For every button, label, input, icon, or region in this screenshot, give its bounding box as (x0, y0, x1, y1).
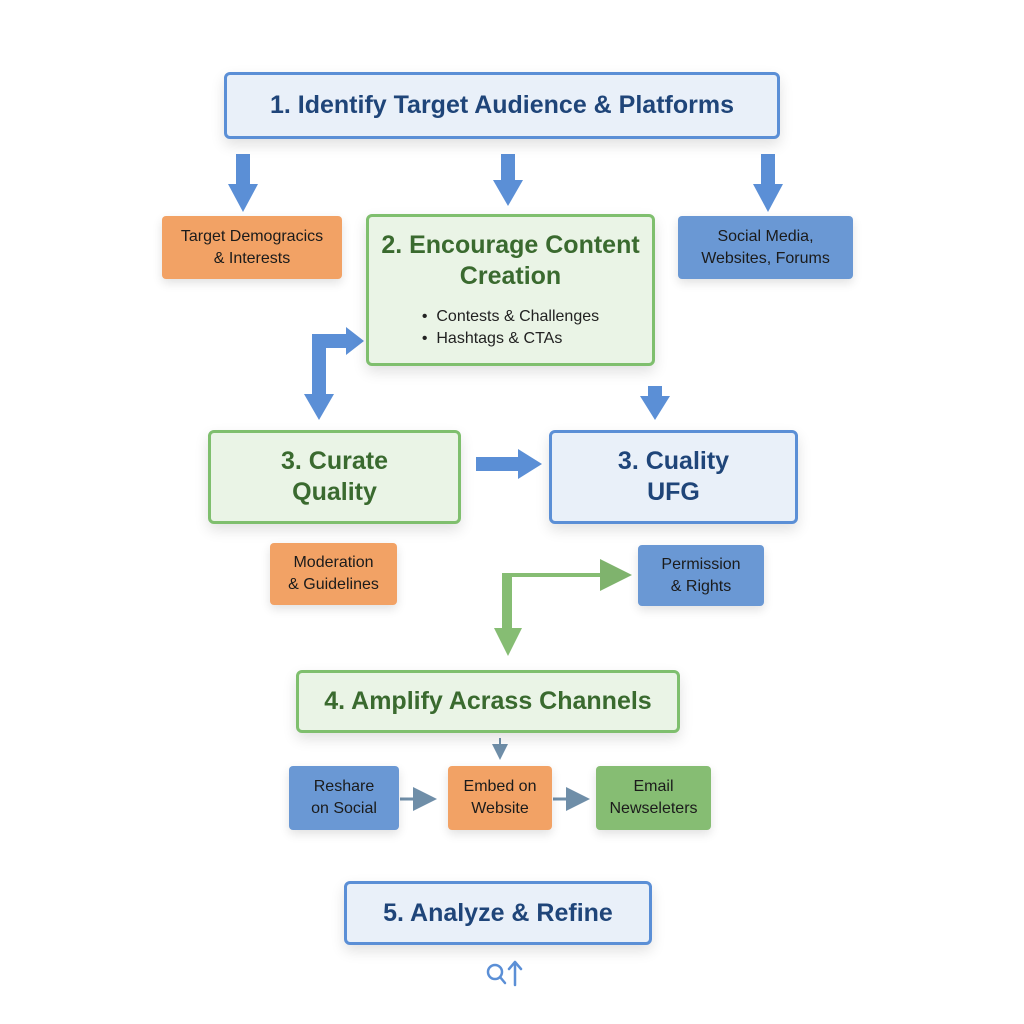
step4-amplify-channels: 4. Amplify Acrass Channels (296, 670, 680, 733)
permission-line2: & Rights (670, 577, 732, 595)
arrow-step1-to-platforms (753, 154, 783, 212)
demographics-line1: Target Demogrаcics (180, 227, 324, 245)
arrow-permission-to-step4 (494, 559, 632, 656)
email-box: Email Newseleters (596, 766, 711, 830)
email-line1: Email (633, 778, 674, 795)
arrow-curate-to-quality (476, 449, 542, 479)
platforms-box: Social Media, Websites, Forums (678, 216, 853, 279)
step5-analyze-refine: 5. Analyze & Refine (344, 881, 652, 945)
bullet-item: Hashtags & CTAs (422, 328, 599, 350)
platforms-line2: Websites, Forums (701, 249, 830, 267)
step3-curate-quality: 3. Curate Quality (208, 430, 461, 524)
arrow-step2-to-quality (640, 386, 670, 420)
step3-quality-ufg: 3. Cuality UFG (549, 430, 798, 524)
embed-line2: Website (471, 800, 529, 817)
step1-identify-audience: 1. Identify Target Audience & Platforms (224, 72, 780, 139)
reshare-line1: Reshare (313, 778, 375, 795)
quality-line2: UFG (647, 478, 700, 506)
reshare-line2: on Social (311, 800, 377, 817)
platforms-line1: Social Media, (717, 227, 814, 245)
arrow-step1-to-step2 (493, 154, 523, 206)
bullet-item: Contests & Challenges (422, 306, 599, 328)
quality-line1: 3. Cuality (617, 447, 730, 475)
moderation-box: Moderation & Guidelines (270, 543, 397, 605)
permission-box: Permission & Rights (638, 545, 764, 606)
moderation-line1: Moderation (293, 554, 374, 571)
search-trend-icon (486, 960, 523, 987)
step1-title: 1. Identify Target Audience & Platforms (270, 91, 734, 119)
curate-line1: 3. Curate (281, 447, 388, 475)
reshare-box: Reshare on Social (289, 766, 399, 830)
demographics-line2: & Interests (213, 249, 291, 267)
step2-title-line2: Creation (459, 262, 562, 290)
embed-line1: Embed on (463, 778, 537, 795)
step4-title: 4. Amplify Acrass Channels (324, 687, 652, 715)
step2-encourage-content: 2. Encourage Content Creation Contests &… (366, 214, 655, 366)
target-demographics-box: Target Demogrаcics & Interests (162, 216, 342, 279)
step5-title: 5. Analyze & Refine (383, 898, 613, 927)
arrow-step2-to-curate (304, 327, 364, 420)
permission-line1: Permission (661, 555, 741, 573)
arrow-step1-to-demographics (228, 154, 258, 212)
step2-bullet-list: Contests & Challenges Hashtags & CTAs (422, 306, 599, 350)
step2-title-line1: 2. Encourage Content (381, 231, 640, 259)
embed-box: Embed on Website (448, 766, 552, 830)
email-line2: Newseleters (609, 800, 698, 817)
moderation-line2: & Guidelines (288, 576, 379, 593)
curate-line2: Quality (292, 478, 377, 506)
